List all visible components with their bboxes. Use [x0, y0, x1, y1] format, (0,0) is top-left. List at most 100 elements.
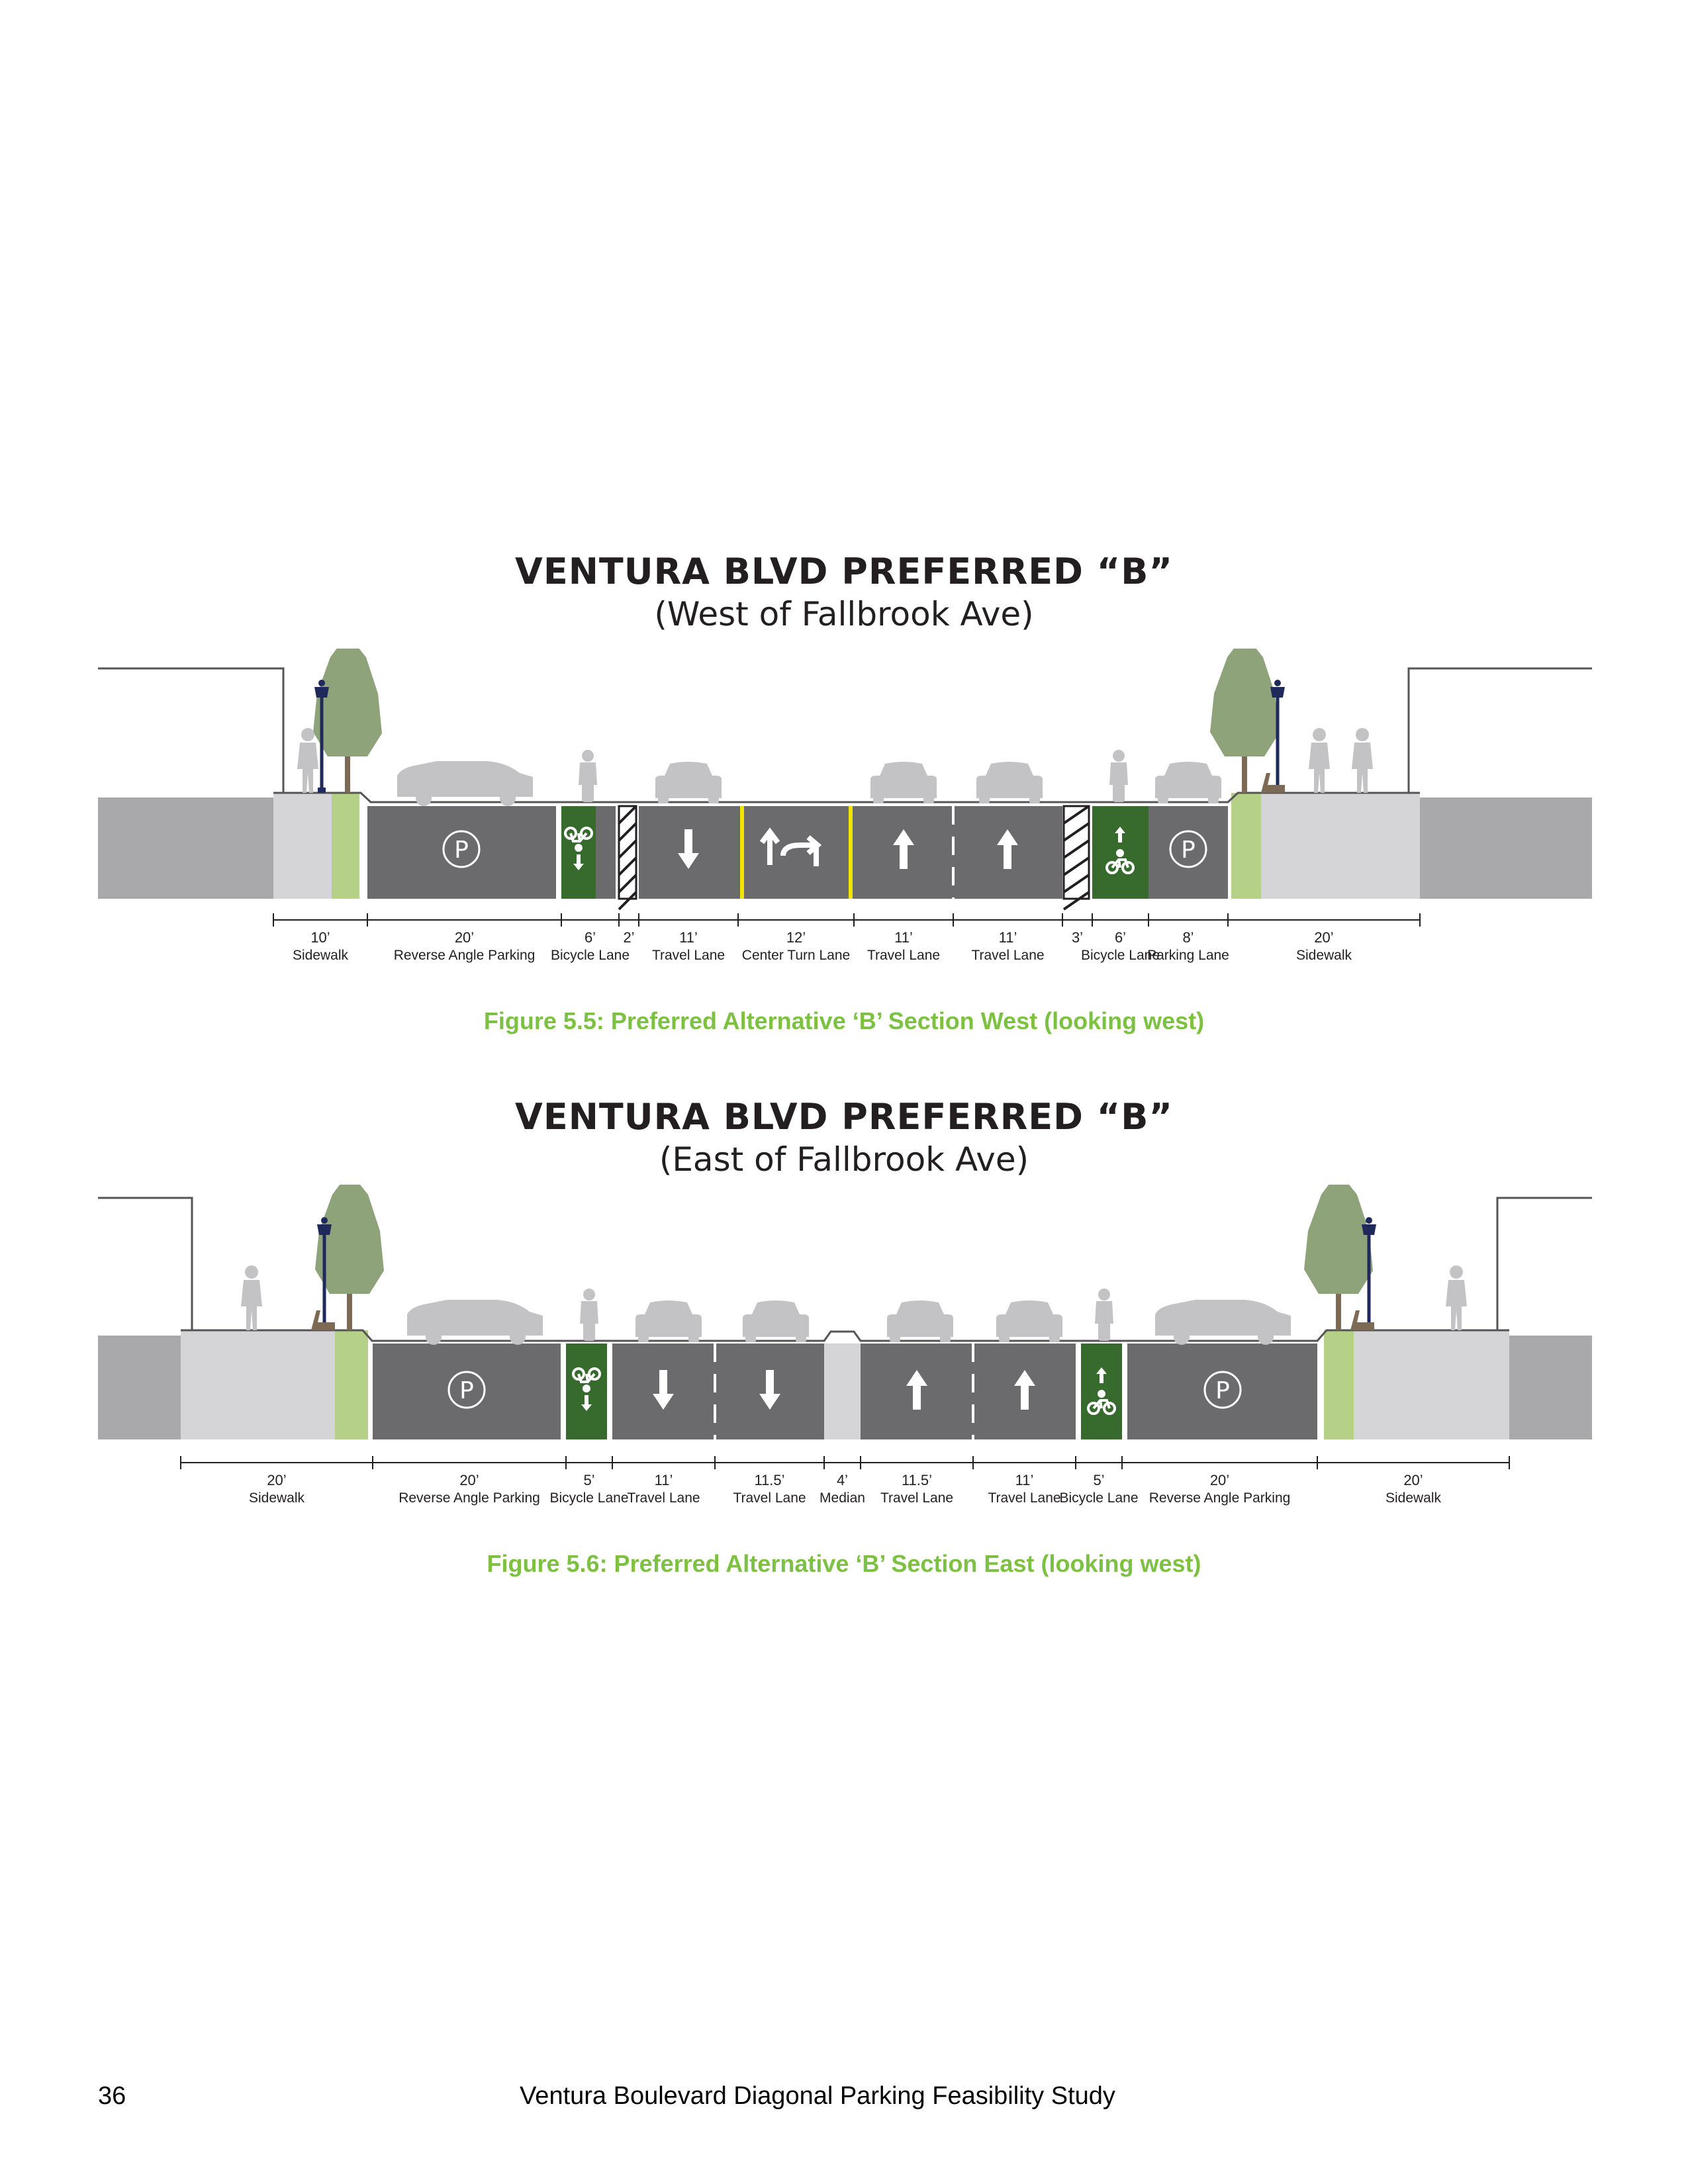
- eastbound-arrow-2: [997, 829, 1018, 869]
- west-figure-caption: Figure 5.5: Preferred Alternative ‘B’ Se…: [483, 1007, 1205, 1034]
- eastbound-arrow-2: [1014, 1370, 1035, 1410]
- westbound-cyclist: [579, 750, 597, 802]
- eastbound-car-1: [887, 1300, 953, 1342]
- two-way-turn-arrow: [759, 827, 822, 866]
- east-dimension-label: Sidewalk: [249, 1490, 305, 1506]
- east-dimension-width: 20’: [459, 1472, 479, 1488]
- eastbound-cyclist: [1109, 750, 1128, 802]
- west-buffer-hatch-border: [618, 805, 637, 900]
- east-dimension-width: 5’: [583, 1472, 594, 1488]
- bicycle-lane-westbound: [561, 806, 596, 899]
- west-dimension-label: Travel Lane: [971, 948, 1044, 963]
- right-bench: [1261, 773, 1285, 793]
- page-number: 36: [98, 2082, 126, 2110]
- document-title-text: Ventura Boulevard Diagonal Parking Feasi…: [520, 2082, 1115, 2110]
- west-dimension-width: 11’: [999, 929, 1017, 946]
- west-dimension-width: 6’: [585, 929, 596, 946]
- west-dimension-width: 2’: [623, 929, 634, 946]
- center-turn-lane: [738, 806, 854, 899]
- west-dimension-width: 11’: [894, 929, 913, 946]
- parked-suv-east: [1155, 1300, 1291, 1345]
- east-section-heading: VENTURA BLVD PREFERRED “B” (East of Fall…: [0, 1096, 1688, 1179]
- west-section-heading: VENTURA BLVD PREFERRED “B” (West of Fall…: [0, 551, 1688, 633]
- west-dimension-width: 11’: [679, 929, 698, 946]
- westbound-arrow-2: [759, 1370, 780, 1410]
- parking-lane: [1149, 806, 1228, 899]
- east-dimension-label: Bicycle Lane: [549, 1490, 628, 1506]
- east-dimension-label: Reverse Angle Parking: [1149, 1490, 1291, 1506]
- median: [824, 1343, 861, 1439]
- east-dimension-label: Travel Lane: [627, 1490, 700, 1506]
- right-building-base: [1509, 1336, 1592, 1439]
- east-dimension-label: Median: [820, 1490, 865, 1506]
- west-dimension-width: 20’: [1314, 929, 1333, 946]
- right-planter: [1324, 1330, 1354, 1439]
- west-dimension-width: 10’: [310, 929, 330, 946]
- left-pedestrian: [241, 1265, 262, 1330]
- west-dimension-width: 20’: [455, 929, 474, 946]
- left-building-base: [98, 1336, 181, 1439]
- left-building-outline: [98, 667, 285, 794]
- eastbound-car-1: [870, 762, 937, 803]
- east-parking-symbol-right-circle: [1203, 1371, 1242, 1409]
- eastbound-arrow-1: [906, 1370, 927, 1410]
- east-dimension-label: Travel Lane: [880, 1490, 953, 1506]
- left-street-tree: [315, 1185, 384, 1330]
- east-dimension-width: 20’: [1210, 1472, 1229, 1488]
- east-dimension-label: Travel Lane: [988, 1490, 1060, 1506]
- left-building-outline: [98, 1197, 193, 1330]
- west-dimension-width: 3’: [1072, 929, 1083, 946]
- westbound-car-1: [635, 1300, 702, 1342]
- west-dimension-label: Bicycle Lane: [551, 948, 630, 963]
- east-section-title: VENTURA BLVD PREFERRED “B”: [515, 1096, 1173, 1138]
- right-pedestrian-2: [1352, 728, 1373, 793]
- east-dimension-label: Bicycle Lane: [1059, 1490, 1138, 1506]
- right-planter: [1231, 793, 1261, 899]
- eastbound-arrow-1: [893, 829, 914, 869]
- curb-line: [181, 1329, 1509, 1342]
- west-section-title: VENTURA BLVD PREFERRED “B”: [515, 551, 1173, 592]
- left-sidewalk: [273, 793, 332, 899]
- right-building-base: [1420, 797, 1592, 899]
- reverse-angle-parking-west: [373, 1343, 561, 1439]
- lane-edge: [556, 806, 561, 899]
- west-buffer-hatch: [618, 805, 637, 911]
- west-dimension-label: Travel Lane: [867, 948, 940, 963]
- westbound-car: [655, 762, 722, 803]
- bike-lane-symbol-west: [564, 827, 593, 870]
- west-dimension-label: Sidewalk: [1296, 948, 1352, 963]
- right-street-tree: [1210, 649, 1279, 793]
- east-dimension-width: 11’: [1015, 1472, 1034, 1488]
- east-buffer-hatch-border: [1062, 805, 1090, 900]
- east-dimension-width: 4’: [837, 1472, 848, 1488]
- westbound-arrow-1: [653, 1370, 674, 1410]
- document-title: Ventura Boulevard Diagonal Parking Feasi…: [0, 2082, 1688, 2111]
- east-section-subtitle: (East of Fallbrook Ave): [659, 1140, 1029, 1179]
- parked-car: [1155, 762, 1221, 803]
- west-dimension-label: Parking Lane: [1147, 948, 1229, 963]
- west-dimension-label: Sidewalk: [293, 948, 349, 963]
- lane-edge-4: [1122, 1343, 1127, 1439]
- left-sidewalk: [181, 1330, 335, 1439]
- west-dimension-label: Travel Lane: [652, 948, 725, 963]
- right-building-outline: [1407, 667, 1592, 794]
- center-line-right: [849, 806, 853, 899]
- east-parking-symbol-left-circle: [447, 1371, 486, 1409]
- east-dimension-width: 20’: [267, 1472, 286, 1488]
- center-line-left: [740, 806, 744, 899]
- left-street-lamp: [314, 680, 329, 793]
- left-pedestrian: [297, 728, 318, 793]
- east-dimension-width: 20’: [1403, 1472, 1423, 1488]
- lane-edge-1: [561, 1343, 566, 1439]
- lane-edge-3: [1076, 1343, 1081, 1439]
- east-dimension-width: 5’: [1093, 1472, 1104, 1488]
- right-pedestrian-1: [1309, 728, 1330, 793]
- right-street-tree: [1304, 1185, 1373, 1330]
- left-building-base: [98, 797, 273, 899]
- west-section-subtitle: (West of Fallbrook Ave): [654, 595, 1034, 633]
- east-dimension-width: 11’: [655, 1472, 673, 1488]
- west-dimension-width: 6’: [1115, 929, 1126, 946]
- east-parking-symbol-right-letter: P: [1215, 1377, 1230, 1404]
